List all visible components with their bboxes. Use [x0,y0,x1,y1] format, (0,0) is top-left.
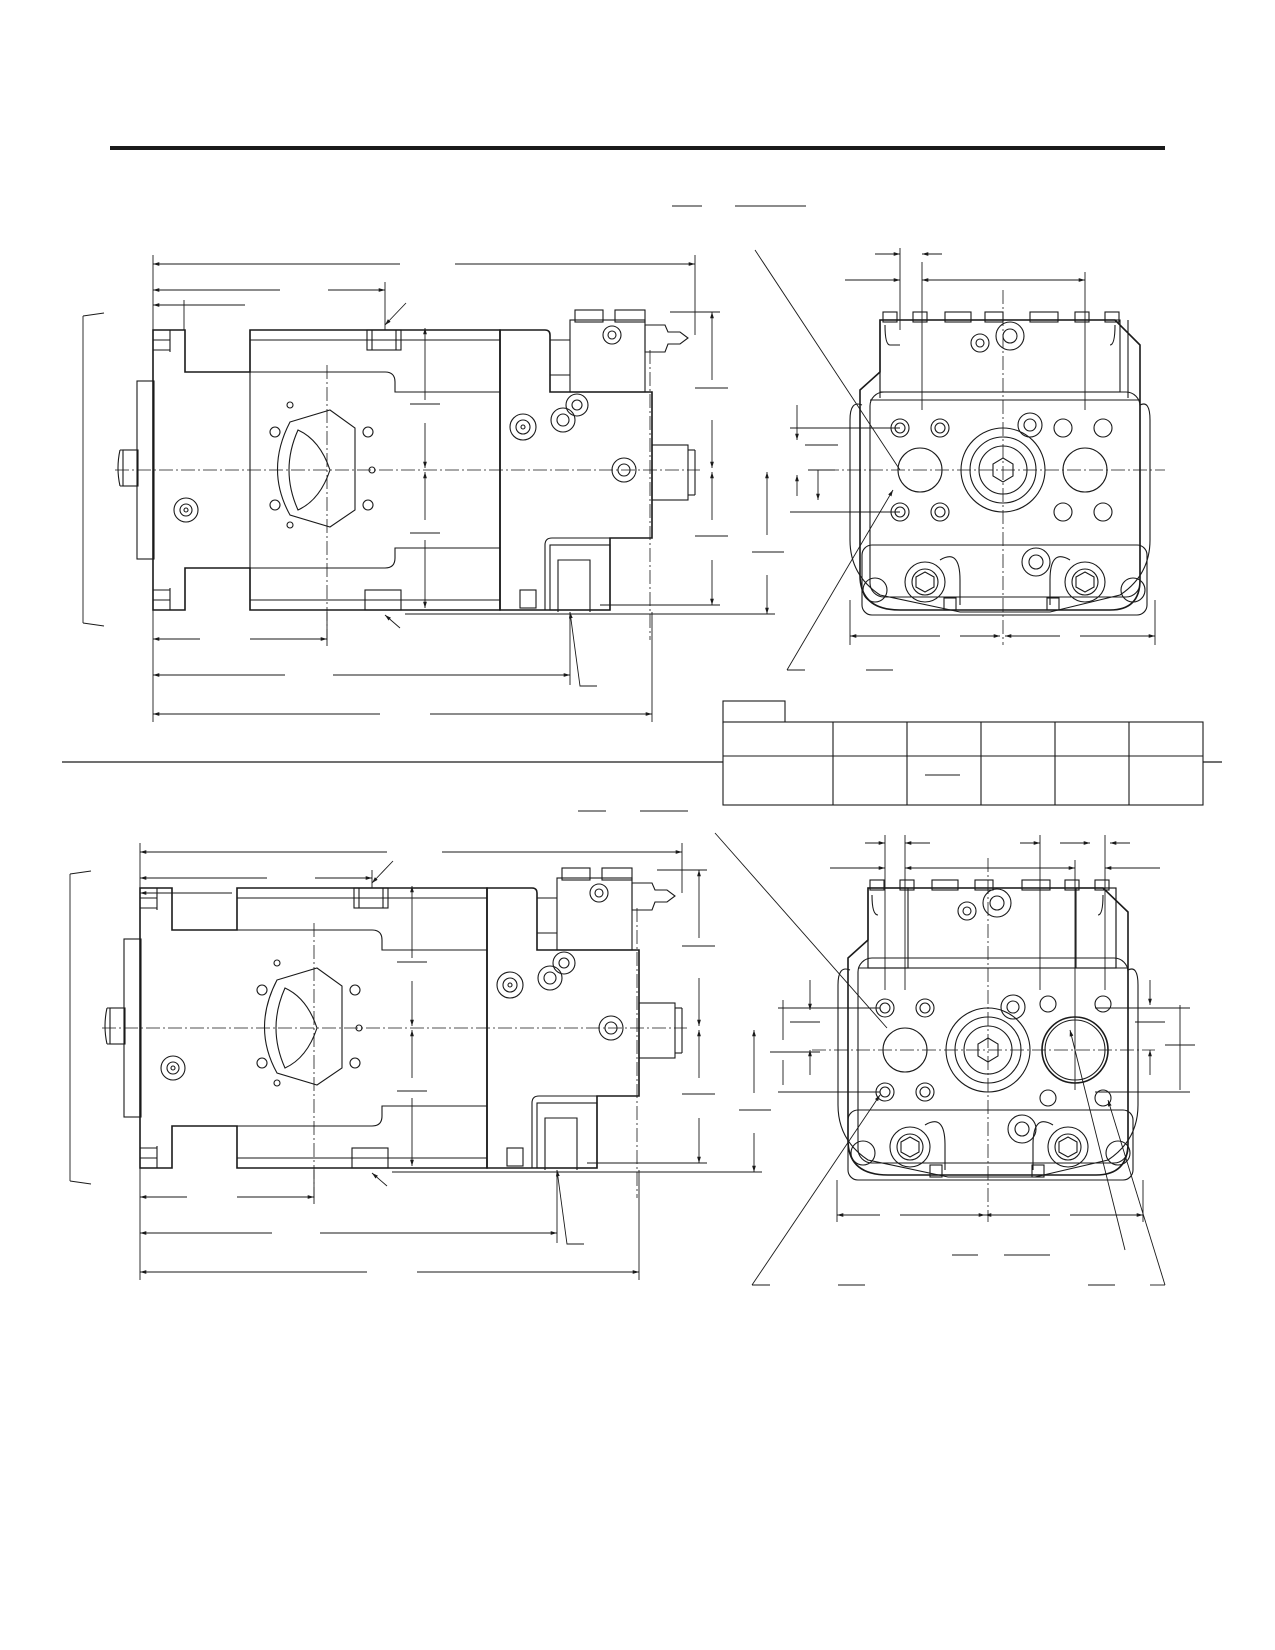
mounting-flange [861,544,1148,616]
label-placeholders-top [578,205,806,812]
bolt-head-icon [173,393,637,523]
lower-end-view [751,835,1195,1286]
upper-end-view [786,248,1165,671]
port-plate [277,409,356,528]
dimension-lines [82,249,901,722]
lower-side-view [69,832,888,1280]
upper-side-view [82,249,901,722]
reference-table [722,700,1204,806]
dimension-lines [69,832,888,1280]
control-valve [569,319,646,393]
